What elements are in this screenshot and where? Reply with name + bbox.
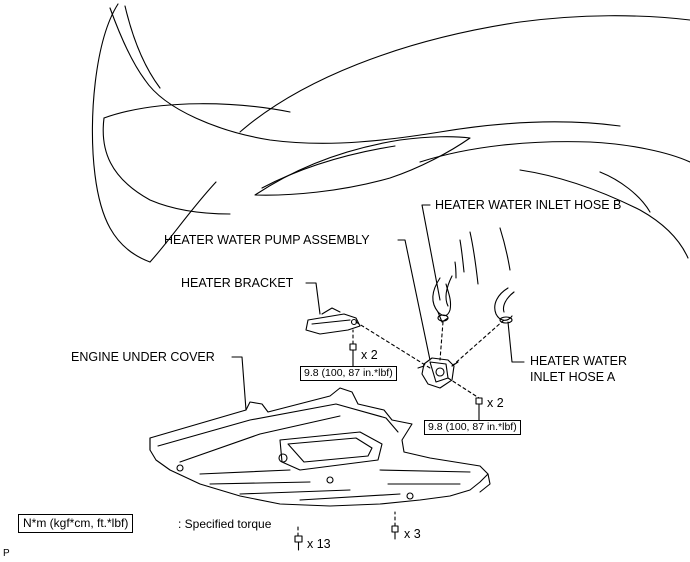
leader-lines — [231, 204, 525, 421]
under-cover-drawing — [149, 387, 491, 507]
qty-bracket-bolts: x 2 — [361, 348, 378, 362]
torque-box-bracket: 9.8 (100, 87 in.*lbf) — [300, 366, 397, 381]
pump-drawing — [417, 357, 459, 389]
qty-clips: x 13 — [307, 537, 331, 551]
bracket-drawing — [305, 307, 361, 335]
corner-mark: P — [3, 548, 10, 559]
hose-a-drawing — [494, 287, 515, 324]
label-pump: HEATER WATER PUMP ASSEMBLY — [164, 233, 370, 247]
label-hose-b: HEATER WATER INLET HOSE B — [435, 198, 622, 212]
label-bracket: HEATER BRACKET — [181, 276, 294, 290]
legend-description: : Specified torque — [178, 517, 272, 531]
vehicle-front-outline — [91, 3, 690, 285]
qty-screws: x 3 — [404, 527, 421, 541]
bolts — [294, 343, 483, 551]
label-under-cover: ENGINE UNDER COVER — [71, 350, 215, 364]
qty-pump-bolts: x 2 — [487, 396, 504, 410]
legend-unit-box: N*m (kgf*cm, ft.*lbf) — [18, 514, 134, 533]
dashed-lines — [297, 319, 505, 537]
torque-box-pump: 9.8 (100, 87 in.*lbf) — [424, 420, 521, 435]
label-hose-a-line2: INLET HOSE A — [530, 370, 616, 384]
hose-b-drawing — [432, 275, 453, 323]
label-hose-a-line1: HEATER WATER — [530, 354, 627, 368]
